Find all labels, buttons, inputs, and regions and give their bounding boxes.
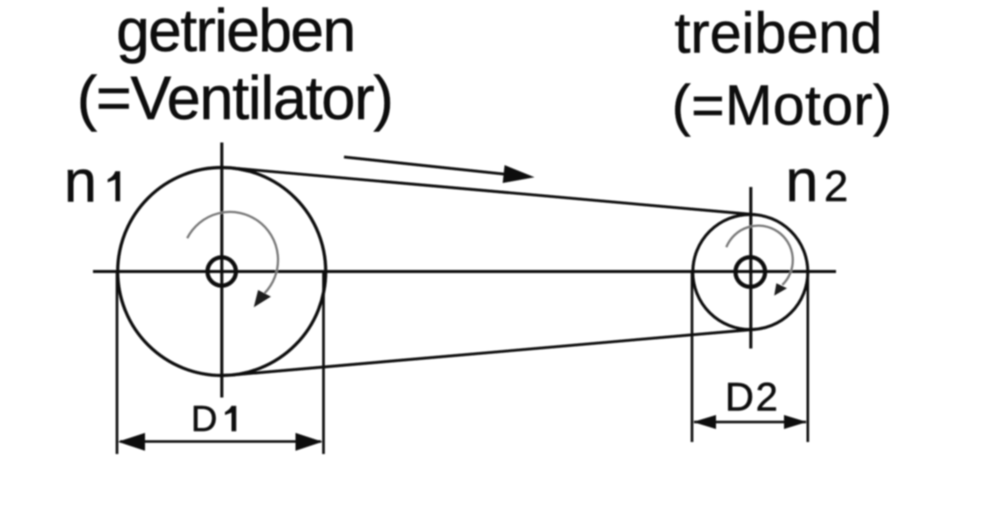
svg-text:(=Ventilator): (=Ventilator) (77, 64, 393, 132)
svg-text:(=Motor): (=Motor) (672, 73, 893, 137)
svg-text:2: 2 (824, 163, 848, 211)
svg-text:treibend: treibend (675, 1, 883, 65)
svg-text:D: D (191, 398, 217, 439)
svg-text:getrieben: getrieben (116, 0, 355, 64)
svg-text:n: n (64, 148, 97, 214)
svg-text:D2: D2 (725, 375, 780, 419)
svg-text:n: n (786, 148, 819, 214)
